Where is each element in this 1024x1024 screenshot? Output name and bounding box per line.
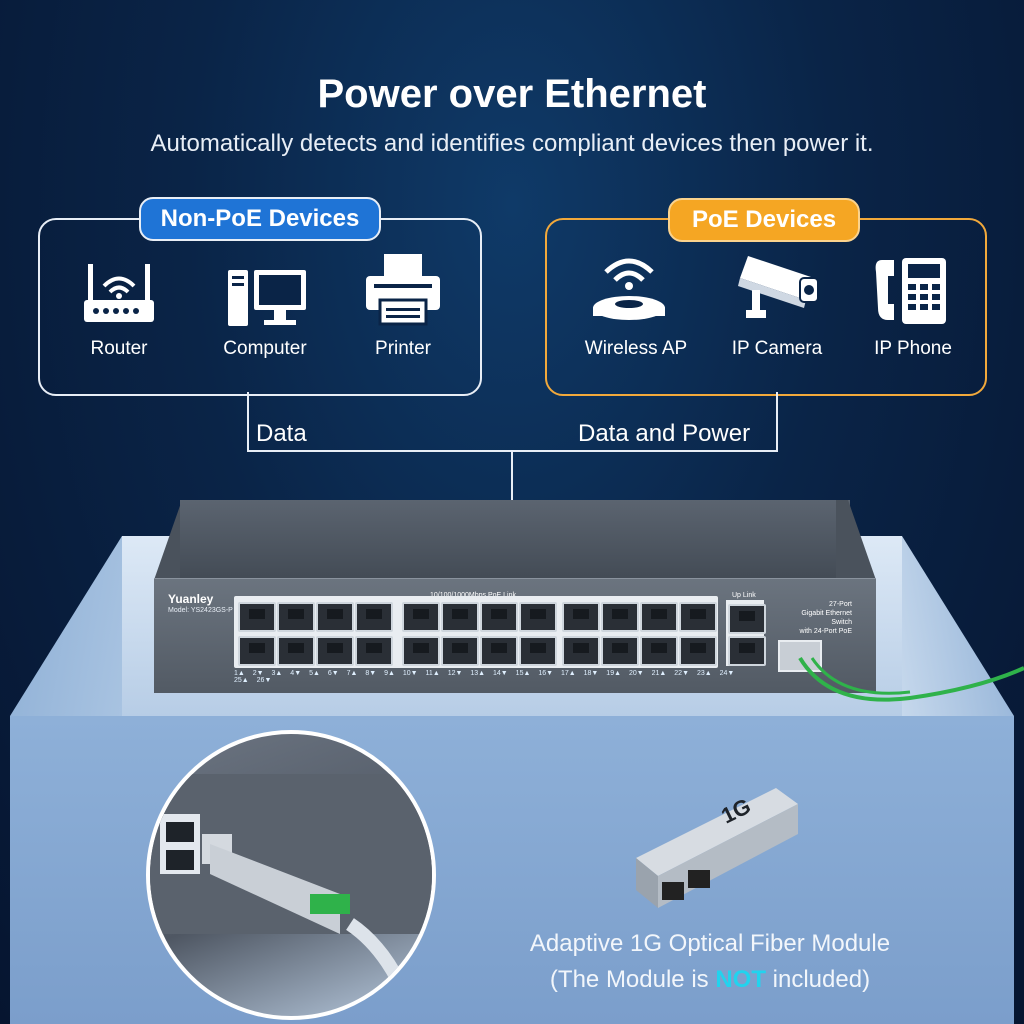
ethernet-port[interactable] bbox=[238, 602, 276, 632]
device-label-wireless-ap: Wireless AP bbox=[584, 338, 688, 359]
switch-brand: Yuanley bbox=[168, 592, 214, 606]
connector-right bbox=[776, 392, 778, 452]
device-label-ip-phone: IP Phone bbox=[874, 338, 952, 359]
printer-icon bbox=[366, 254, 440, 326]
switch-model: Model: YS2423GS-P bbox=[168, 607, 233, 614]
page-title: Power over Ethernet bbox=[317, 72, 707, 116]
ethernet-port[interactable] bbox=[601, 602, 639, 632]
sfp-slot[interactable] bbox=[778, 640, 822, 672]
switch-spec-line: 27-Port bbox=[829, 601, 852, 608]
device-label-router: Router bbox=[90, 338, 148, 359]
ethernet-port[interactable] bbox=[562, 636, 600, 666]
switch-spec-line: with 24-Port PoE bbox=[799, 628, 852, 635]
ethernet-port[interactable] bbox=[238, 636, 276, 666]
ethernet-port[interactable] bbox=[441, 602, 479, 632]
device-label-computer: Computer bbox=[223, 338, 307, 359]
ip-camera-icon bbox=[738, 256, 819, 318]
fiber-cable bbox=[798, 656, 1024, 702]
ethernet-port[interactable] bbox=[601, 636, 639, 666]
ethernet-port[interactable] bbox=[679, 602, 717, 632]
switch-lid bbox=[180, 500, 850, 580]
ethernet-port[interactable] bbox=[355, 636, 393, 666]
ethernet-port[interactable] bbox=[316, 636, 354, 666]
ethernet-port[interactable] bbox=[402, 602, 440, 632]
ethernet-port[interactable] bbox=[480, 636, 518, 666]
ethernet-port[interactable] bbox=[402, 636, 440, 666]
uplink-label: Up Link bbox=[732, 592, 756, 599]
computer-icon bbox=[228, 270, 306, 326]
sfp-closeup-inset bbox=[146, 730, 436, 1020]
ethernet-port[interactable] bbox=[441, 636, 479, 666]
ethernet-port[interactable] bbox=[519, 636, 557, 666]
switch-spec-line: Gigabit Ethernet Switch bbox=[801, 610, 852, 626]
data-label: Data bbox=[256, 420, 307, 447]
router-icon bbox=[84, 264, 154, 322]
connector-left bbox=[247, 392, 249, 452]
port-strip-label: 10/100/1000Mbps PoE Link bbox=[430, 592, 516, 599]
device-label-ip-camera: IP Camera bbox=[731, 338, 823, 359]
data-power-label: Data and Power bbox=[578, 420, 751, 447]
ethernet-port[interactable] bbox=[728, 604, 766, 634]
ethernet-port[interactable] bbox=[562, 602, 600, 632]
module-note-highlight: NOT bbox=[715, 966, 766, 993]
ethernet-port[interactable] bbox=[679, 636, 717, 666]
ethernet-port[interactable] bbox=[640, 602, 678, 632]
ethernet-port[interactable] bbox=[316, 602, 354, 632]
ethernet-port[interactable] bbox=[640, 636, 678, 666]
connector-down bbox=[511, 450, 513, 502]
sfp-module-image: 1G bbox=[636, 788, 798, 908]
ethernet-port[interactable] bbox=[277, 636, 315, 666]
module-note-prefix: (The Module is bbox=[549, 966, 716, 993]
ip-phone-icon bbox=[875, 258, 946, 324]
pedestal-side-left bbox=[10, 536, 122, 716]
ethernet-port[interactable] bbox=[277, 602, 315, 632]
sfp-closeup-illustration bbox=[150, 774, 432, 988]
page-subtitle: Automatically detects and identifies com… bbox=[150, 130, 874, 157]
ethernet-port[interactable] bbox=[355, 602, 393, 632]
ethernet-port[interactable] bbox=[519, 602, 557, 632]
ethernet-port[interactable] bbox=[480, 602, 518, 632]
port-numbers: 1▲ 2▼ 3▲ 4▼ 5▲ 6▼ 7▲ 8▼ 9▲ 10▼ 11▲ 12▼ 1… bbox=[234, 670, 735, 684]
module-note-suffix: included) bbox=[766, 966, 871, 993]
non-poe-badge: Non-PoE Devices bbox=[139, 197, 381, 241]
ethernet-port[interactable] bbox=[728, 636, 766, 666]
switch-spec: 27-Port Gigabit Ethernet Switch with 24-… bbox=[780, 600, 852, 636]
device-label-printer: Printer bbox=[375, 338, 431, 359]
wireless-ap-icon bbox=[593, 258, 665, 320]
poe-badge: PoE Devices bbox=[668, 198, 860, 242]
module-note: (The Module is NOT included) bbox=[470, 966, 950, 994]
module-caption: Adaptive 1G Optical Fiber Module bbox=[529, 930, 891, 957]
